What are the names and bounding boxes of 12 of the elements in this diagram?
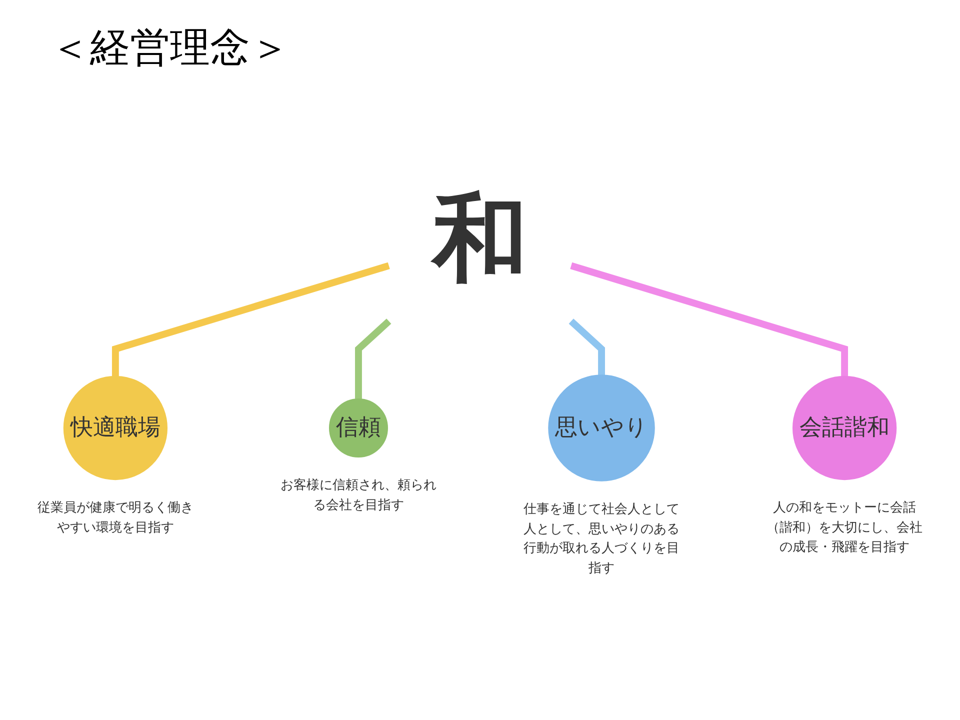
diagram-title: ＜経営理念＞ — [50, 24, 290, 73]
node-circle: 信頼 — [328, 398, 388, 458]
node-circle: 思いやり — [548, 374, 655, 482]
node-text: 和 — [432, 182, 528, 294]
node-label: お客様に信頼され、頼られる会社を目指す — [280, 477, 437, 512]
node-circle: 会話諧和 — [792, 376, 897, 480]
node-label: 従業員が健康で明るく働きやすい環境を目指す — [37, 500, 194, 535]
connector — [355, 318, 392, 399]
node-label: 人の和をモットーに会話（諧和）を大切にし、会社の成長・飛躍を目指す — [766, 500, 923, 554]
node-circle: 快適職場 — [63, 376, 168, 480]
connector — [568, 318, 605, 376]
node-label: 仕事を通じて社会人として人として、思いやりのある行動が取れる人づくりを目指す — [523, 500, 680, 576]
